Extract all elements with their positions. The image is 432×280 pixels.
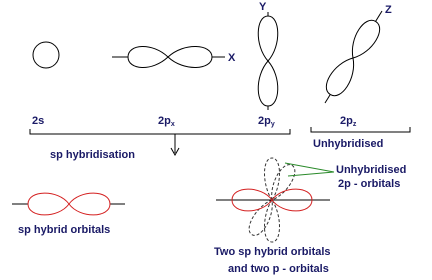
label-2py: 2py xyxy=(258,115,275,128)
label-2pz: 2pz xyxy=(340,115,357,128)
unhybridised-label: Unhybridised xyxy=(313,138,383,150)
axis-label-x: X xyxy=(228,52,236,64)
sp-plus-p-orbitals xyxy=(216,157,330,243)
orbital-2pz xyxy=(324,10,383,104)
label-2s: 2s xyxy=(32,115,44,127)
unhybridised-bracket xyxy=(310,127,411,133)
orbital-2px xyxy=(112,46,225,68)
hybridising-bracket xyxy=(29,129,291,157)
axis-label-y: Y xyxy=(259,1,267,13)
combined-label-line1: Two sp hybrid orbitals xyxy=(214,246,331,258)
callout-label-line2: 2p - orbitals xyxy=(338,178,400,190)
label-2px: 2px xyxy=(158,115,175,128)
callout-label-line1: Unhybridised xyxy=(336,164,406,176)
sp-hybrid-orbitals xyxy=(12,192,125,216)
sp-hybrid-label: sp hybrid orbitals xyxy=(18,224,110,236)
axis-label-z: Z xyxy=(385,4,392,16)
callout-lines xyxy=(284,162,335,177)
orbital-2s xyxy=(32,41,60,69)
orbital-2py xyxy=(257,12,279,110)
combined-label-line2: and two p - orbitals xyxy=(228,263,329,275)
sp-hybridisation-label: sp hybridisation xyxy=(50,149,135,161)
